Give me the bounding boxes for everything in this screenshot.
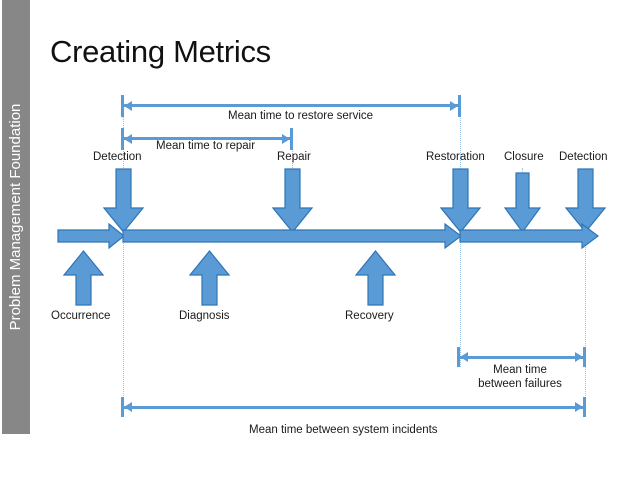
up-arrow-diagnosis — [189, 250, 230, 306]
measure-arrowhead-left — [124, 100, 132, 111]
measure-cap-left — [121, 128, 124, 150]
sidebar-title: Problem Management Foundation — [7, 103, 24, 331]
measure-cap-left — [121, 95, 124, 117]
event-label-repair: Repair — [277, 151, 311, 163]
measure-label: Mean time between system incidents — [249, 424, 438, 436]
measure-cap-left — [457, 347, 460, 367]
measure-arrowhead-left — [124, 133, 132, 144]
measure-cap-right — [583, 347, 586, 367]
guide-line-detection — [123, 95, 124, 410]
timeline-segment-1 — [57, 223, 125, 249]
down-arrow-restoration — [440, 168, 481, 233]
measure-cap-left — [121, 397, 124, 417]
measure-cap-right — [290, 128, 293, 150]
event-label-detection: Detection — [93, 151, 142, 163]
measure-arrowhead-left — [460, 352, 468, 362]
down-arrow-detection-2 — [565, 168, 606, 233]
measure-line — [124, 104, 458, 107]
up-arrow-occurrence — [63, 250, 104, 306]
measure-line — [124, 137, 290, 140]
timeline-segment-3 — [459, 223, 599, 249]
measure-arrowhead-right — [450, 100, 458, 111]
timeline-segment-2 — [122, 223, 462, 249]
measure-arrowhead-right — [575, 352, 583, 362]
measure-arrowhead-right — [282, 133, 290, 144]
page-title: Creating Metrics — [50, 34, 271, 69]
event-label-diagnosis: Diagnosis — [179, 310, 230, 322]
measure-cap-right — [583, 397, 586, 417]
measure-label-line1: Mean time — [493, 364, 547, 376]
event-label-occurrence: Occurrence — [51, 310, 111, 322]
event-label-restoration: Restoration — [426, 151, 485, 163]
guide-line-repair — [292, 128, 293, 188]
measure-arrowhead-left — [124, 402, 132, 412]
sidebar-band: Problem Management Foundation — [2, 0, 30, 434]
event-label-recovery: Recovery — [345, 310, 394, 322]
measure-label: Mean time to repair — [156, 140, 256, 152]
up-arrow-recovery — [355, 250, 396, 306]
down-arrow-repair — [272, 168, 313, 233]
measure-line — [460, 355, 583, 359]
measure-line — [124, 405, 583, 409]
guide-line-detection-2 — [585, 228, 586, 410]
event-label-closure: Closure — [504, 151, 544, 163]
measure-cap-right — [458, 95, 461, 117]
measure-arrowhead-right — [575, 402, 583, 412]
down-arrow-detection — [103, 168, 144, 233]
down-arrow-closure — [504, 172, 541, 234]
measure-label: Mean time to restore service — [228, 110, 374, 122]
measure-label-line2: between failures — [478, 378, 562, 390]
event-label-detection-2: Detection — [559, 151, 608, 163]
